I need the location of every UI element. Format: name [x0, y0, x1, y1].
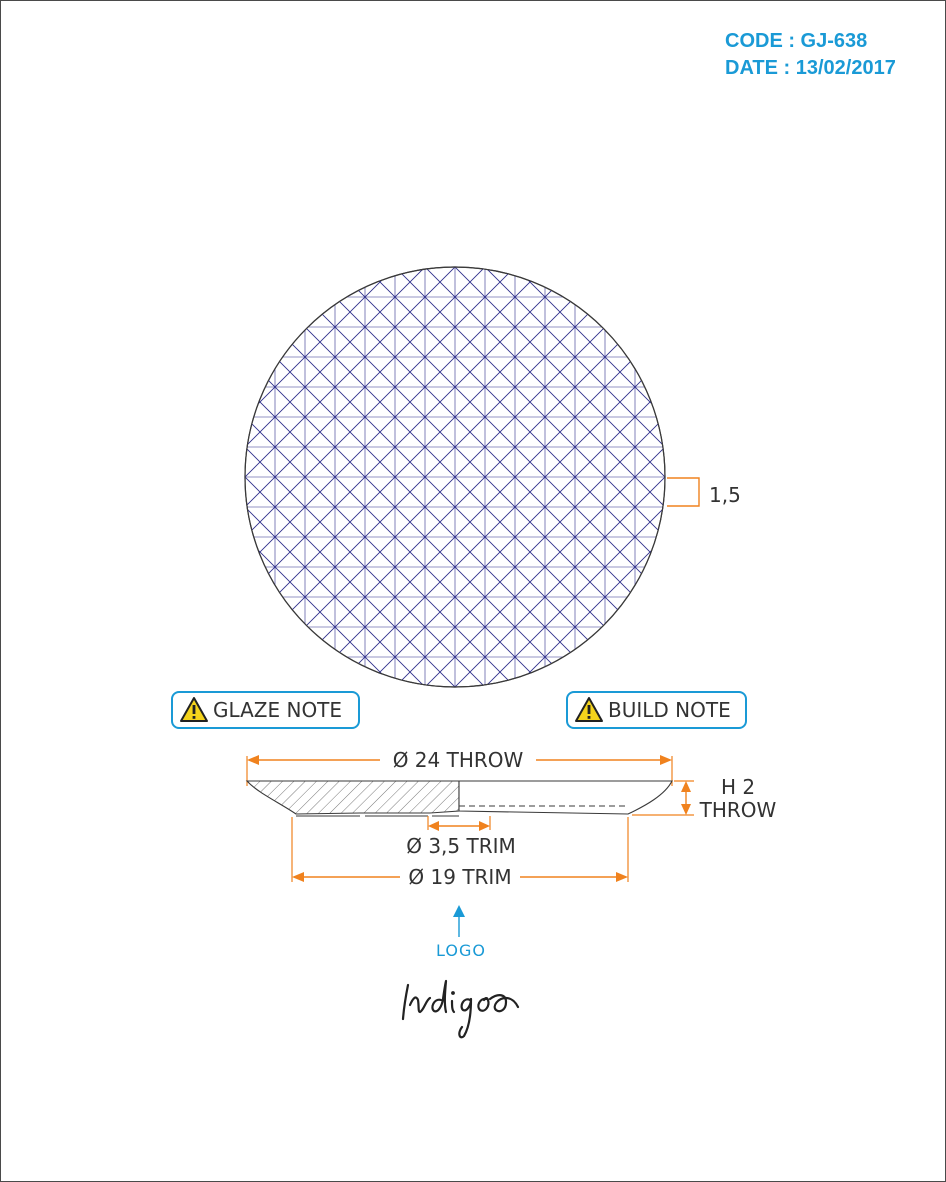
throw-diameter-dimension: Ø 24 THROW [246, 748, 673, 786]
glaze-note-label: GLAZE NOTE [213, 698, 343, 722]
large-trim-dimension: Ø 19 TRIM [291, 817, 629, 889]
quilt-line [434, 267, 665, 687]
quilt-line [245, 267, 446, 687]
quilt-line [245, 267, 266, 687]
quilt-line [675, 217, 946, 737]
throw-diameter-label: Ø 24 THROW [393, 748, 524, 772]
quilt-line [464, 267, 665, 687]
quilt-line [245, 267, 446, 687]
quilt-line [0, 217, 235, 737]
logo-arrow [453, 905, 465, 937]
quilt-line [245, 267, 506, 687]
height-label-line1: H 2 [721, 775, 755, 799]
plate-top-view [0, 217, 946, 737]
quilt-line [675, 217, 946, 737]
glaze-note-button[interactable]: GLAZE NOTE [171, 691, 360, 729]
quilt-line [434, 267, 665, 687]
small-trim-label: Ø 3,5 TRIM [406, 834, 516, 858]
quilt-line [404, 267, 665, 687]
quilt-line [245, 267, 506, 687]
quilt-line [245, 267, 266, 687]
depth-dimension-label: 1,5 [709, 483, 741, 507]
quilt-line [464, 267, 665, 687]
quilt-line [644, 267, 665, 687]
warning-triangle-icon [575, 697, 603, 722]
warning-triangle-icon [180, 697, 208, 722]
quilt-line [245, 267, 476, 687]
large-trim-label: Ø 19 TRIM [408, 865, 511, 889]
title-block: CODE : GJ-638 DATE : 13/02/2017 [725, 28, 896, 82]
plate-side-profile [245, 780, 673, 817]
quilt-line [0, 217, 235, 737]
quilt-line [644, 267, 665, 687]
date-label: DATE : 13/02/2017 [725, 57, 896, 79]
indigo-signature-logo [401, 979, 520, 1039]
code-label: CODE : GJ-638 [725, 30, 868, 52]
small-trim-dimension: Ø 3,5 TRIM [406, 816, 516, 858]
quilt-line [245, 267, 476, 687]
build-note-button[interactable]: BUILD NOTE [566, 691, 747, 729]
build-note-label: BUILD NOTE [608, 698, 731, 722]
quilt-line [404, 267, 665, 687]
logo-label: LOGO [436, 941, 486, 960]
height-label-line2: THROW [699, 798, 777, 822]
depth-dimension: 1,5 [667, 477, 741, 507]
height-dimension: H 2 THROW [632, 775, 777, 822]
